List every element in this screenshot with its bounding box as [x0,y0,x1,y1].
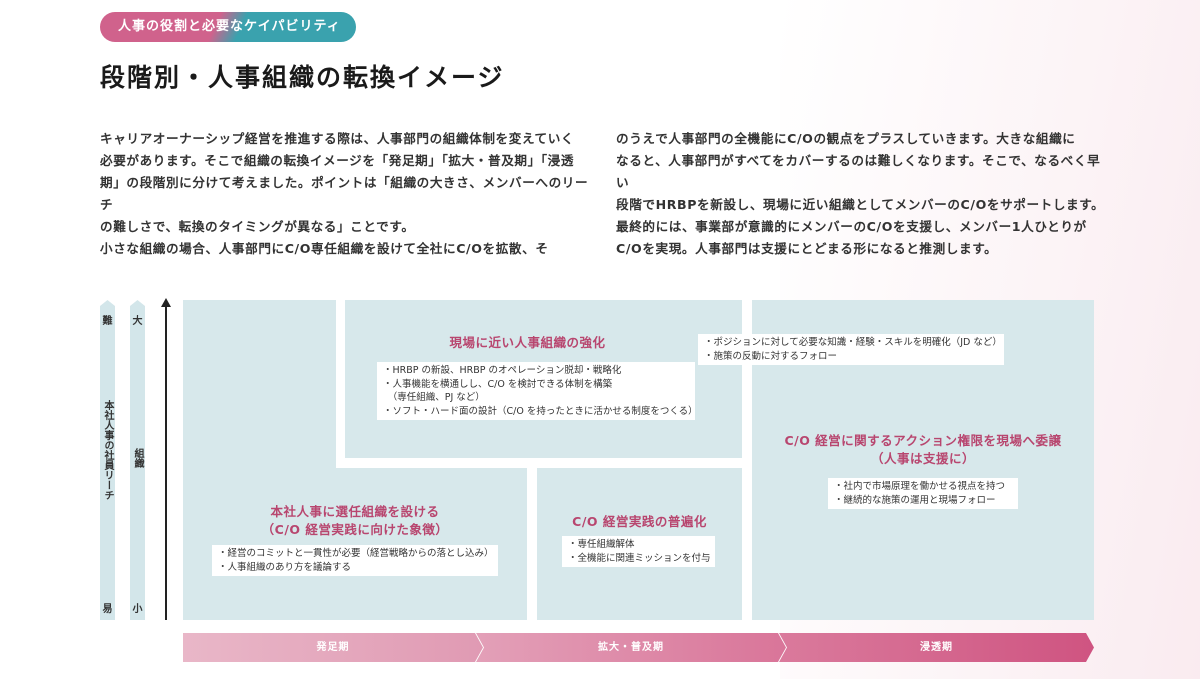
bullet: ・HRBP の新設、HRBP のオペレーション脱却・戦略化 [383,365,622,376]
axis-top-label: 難 [102,316,113,327]
delegate-bullets: ・社内で市場原理を働かせる視点を持つ ・継続的な施策の運用と現場フォロー [828,478,1018,509]
axis-bottom-label: 小 [132,604,143,615]
text-line: の難しさで、転換のタイミングが異なる」ことです。 [100,219,415,234]
stage-launch: 発足期 [183,633,483,662]
text-line: C/Oを実現。人事部門は支援にとどまる形になると推測します。 [616,241,998,256]
text-line: なると、人事部門がすべてをカバーするのは難しくなります。そこで、なるべく早い [616,153,1101,190]
axis-label: 組織 [132,448,143,468]
axis-label: 本社人事の社員リーチ [102,400,113,500]
bullet: ・ポジションに対して必要な知識・経験・スキルを明確化（JD など） [704,337,1002,348]
text-line: キャリアオーナーシップ経営を推進する際は、人事部門の組織体制を変えていく [100,131,575,146]
intro-right: のうえで人事部門の全機能にC/Oの観点をプラスしていきます。大きな組織に なると… [616,128,1106,260]
title-line: （人事は支援に） [870,451,975,466]
panel-hq-lower [183,468,527,620]
bullet: ・専任組織解体 [568,539,635,550]
hq-bullets: ・経営のコミットと一貫性が必要（経営戦略からの落とし込み） ・人事組織のあり方を… [212,545,498,576]
page-title: 段階別・人事組織の転換イメージ [100,63,505,92]
stage-expand: 拡大・普及期 [476,633,786,662]
bullet: ・人事組織のあり方を議論する [218,561,352,573]
text-line: 期」の段階別に分けて考えました。ポイントは「組織の大きさ、メンバーへのリーチ [100,175,589,212]
bullet: ・継続的な施策の運用と現場フォロー [834,494,996,506]
stage-penetrate: 浸透期 [779,633,1094,662]
text-line: 段階でHRBPを新設し、現場に近い組織としてメンバーのC/Oをサポートします。 [616,197,1105,212]
bullet: ・経営のコミットと一貫性が必要（経営戦略からの落とし込み） [218,548,494,559]
org-axis-bar: 大 組織 小 [130,300,145,620]
title-line: C/O 経営に関するアクション権限を現場へ委譲 [784,433,1062,448]
arrow-up-icon [161,298,171,307]
bullet: ・社内で市場原理を働かせる視点を持つ [834,481,1006,492]
section-tag: 人事の役割と必要なケイパビリティ [100,12,356,42]
bullet: ・全機能に関連ミッションを付与 [568,552,711,564]
bullet: ・ソフト・ハード面の設計（C/O を持ったときに活かせる制度をつくる） [383,405,698,417]
follow-bullets: ・ポジションに対して必要な知識・経験・スキルを明確化（JD など） ・施策の反動… [698,334,1004,365]
vertical-axis-line [165,304,167,620]
text-line: のうえで人事部門の全機能にC/Oの観点をプラスしていきます。大きな組織に [616,131,1076,146]
hq-title: 本社人事に選任組織を設ける （C/O 経営実践に向けた象徴） [183,503,527,539]
intro-left: キャリアオーナーシップ経営を推進する際は、人事部門の組織体制を変えていく 必要が… [100,128,590,260]
bullet: ・施策の反動に対するフォロー [704,350,838,362]
axis-bottom-label: 易 [102,604,113,615]
title-line: （C/O 経営実践に向けた象徴） [261,522,449,537]
axis-top-label: 大 [132,316,143,327]
bullet: （専任組織、PJ など） [383,392,485,403]
bullet: ・人事機能を横通しし、C/O を検討できる体制を構築 [383,378,613,390]
reach-axis-bar: 難 本社人事の社員リーチ 易 [100,300,115,620]
spread-title: C/O 経営実践の普遍化 [572,514,707,529]
field-bullets: ・HRBP の新設、HRBP のオペレーション脱却・戦略化 ・人事機能を横通しし… [377,362,698,420]
spread-bullets: ・専任組織解体 ・全機能に関連ミッションを付与 [562,536,715,567]
title-line: 本社人事に選任組織を設ける [270,504,440,519]
text-line: 小さな組織の場合、人事部門にC/O専任組織を設けて全社にC/Oを拡散、そ [100,241,549,256]
delegate-title: C/O 経営に関するアクション権限を現場へ委譲 （人事は支援に） [752,432,1094,468]
text-line: 最終的には、事業部が意識的にメンバーのC/Oを支援し、メンバー1人ひとりが [616,219,1087,234]
field-title: 現場に近い人事組織の強化 [449,335,606,350]
text-line: 必要があります。そこで組織の転換イメージを「発足期」「拡大・普及期」「浸透 [100,153,575,168]
